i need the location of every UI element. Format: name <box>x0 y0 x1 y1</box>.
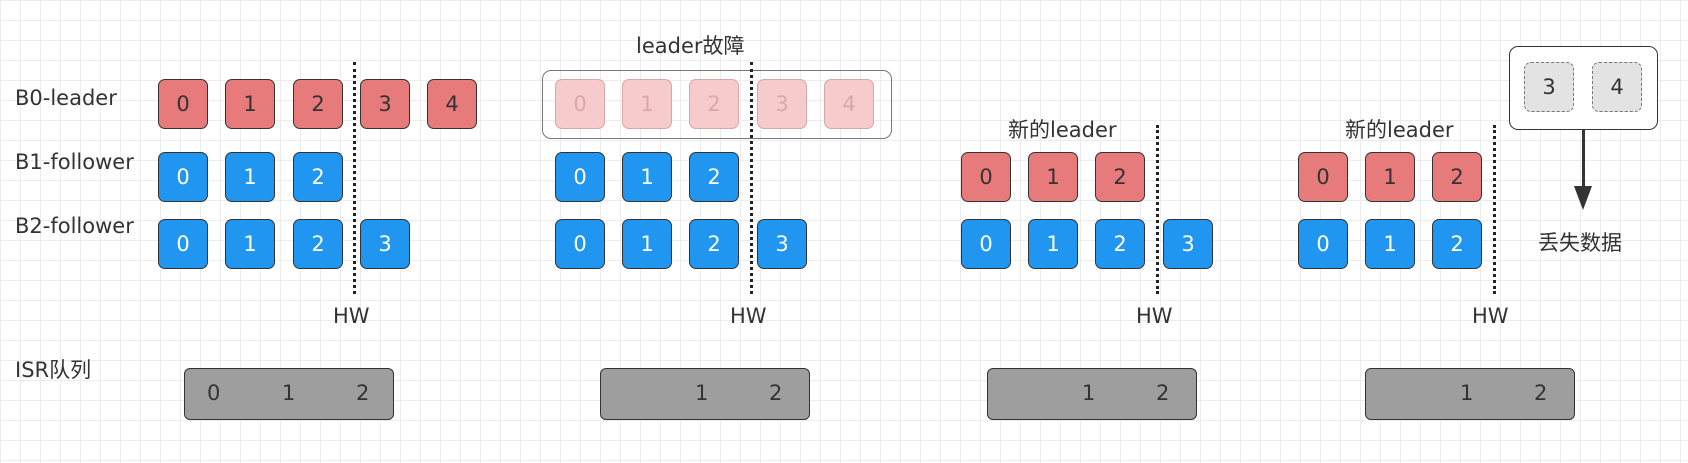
p3-hw-line <box>1156 125 1159 294</box>
p3-b2-cell-1: 1 <box>1028 219 1078 269</box>
p3-b1-cell-0: 0 <box>961 152 1011 202</box>
p3-b1-cell-1: 1 <box>1028 152 1078 202</box>
p4-b2-cell-1: 1 <box>1365 219 1415 269</box>
p2-hw-label: HW <box>730 304 767 328</box>
p4-b2-cell-0: 0 <box>1298 219 1348 269</box>
p2-b2-cell-2: 2 <box>689 219 739 269</box>
p2-b1-cell-2: 2 <box>689 152 739 202</box>
p1-b2-cell-3: 3 <box>360 219 410 269</box>
p4-lost-arrow-shaft <box>1582 130 1585 190</box>
p3-isr-item-1: 2 <box>1156 381 1170 405</box>
p2-isr-item-0: 1 <box>695 381 709 405</box>
down-arrow-icon <box>1574 186 1592 210</box>
p2-isr-bar: 1 2 <box>600 368 810 420</box>
p4-b1-cell-0: 0 <box>1298 152 1348 202</box>
p1-isr-bar: 0 1 2 <box>184 368 394 420</box>
p2-failed-leader-frame <box>542 70 892 139</box>
p1-b2-cell-1: 1 <box>225 219 275 269</box>
p4-b1-cell-1: 1 <box>1365 152 1415 202</box>
row-label-b2: B2-follower <box>15 214 134 238</box>
p4-data-lost-caption: 丢失数据 <box>1538 231 1622 255</box>
p1-isr-item-2: 2 <box>356 381 370 405</box>
p1-b0-cell-3: 3 <box>360 79 410 129</box>
p3-hw-label: HW <box>1136 304 1173 328</box>
p4-lost-cell-4: 4 <box>1592 62 1642 112</box>
p2-b1-cell-0: 0 <box>555 152 605 202</box>
row-label-b0: B0-leader <box>15 86 117 110</box>
p3-b1-cell-2: 2 <box>1095 152 1145 202</box>
p2-b0-faded-cell-1: 1 <box>622 79 672 129</box>
p1-hw-label: HW <box>333 304 370 328</box>
p4-hw-label: HW <box>1472 304 1509 328</box>
p2-b0-faded-cell-3: 3 <box>757 79 807 129</box>
p3-new-leader-caption: 新的leader <box>1008 118 1117 142</box>
p1-b1-cell-2: 2 <box>293 152 343 202</box>
p1-b0-cell-0: 0 <box>158 79 208 129</box>
p1-isr-item-0: 0 <box>207 381 221 405</box>
p3-isr-item-0: 1 <box>1082 381 1096 405</box>
p4-hw-line <box>1493 125 1496 294</box>
p2-b1-cell-1: 1 <box>622 152 672 202</box>
p3-isr-bar: 1 2 <box>987 368 1197 420</box>
p1-b0-cell-4: 4 <box>427 79 477 129</box>
p2-hw-line <box>750 62 753 294</box>
p2-b2-cell-0: 0 <box>555 219 605 269</box>
p4-isr-item-1: 2 <box>1534 381 1548 405</box>
p2-b0-faded-cell-0: 0 <box>555 79 605 129</box>
p1-b0-cell-2: 2 <box>293 79 343 129</box>
p4-lost-cell-3: 3 <box>1524 62 1574 112</box>
p1-b2-cell-2: 2 <box>293 219 343 269</box>
p4-b2-cell-2: 2 <box>1432 219 1482 269</box>
p1-hw-line <box>353 62 356 294</box>
p2-isr-item-1: 2 <box>769 381 783 405</box>
p2-b2-cell-3: 3 <box>757 219 807 269</box>
p4-isr-bar: 1 2 <box>1365 368 1575 420</box>
p1-b2-cell-0: 0 <box>158 219 208 269</box>
p3-b2-cell-0: 0 <box>961 219 1011 269</box>
p4-isr-item-0: 1 <box>1460 381 1474 405</box>
p2-b0-faded-cell-4: 4 <box>824 79 874 129</box>
p4-new-leader-caption: 新的leader <box>1345 118 1454 142</box>
row-label-isr: ISR队列 <box>15 358 92 382</box>
p4-b1-cell-2: 2 <box>1432 152 1482 202</box>
p3-b2-cell-2: 2 <box>1095 219 1145 269</box>
p2-b2-cell-1: 1 <box>622 219 672 269</box>
p1-b1-cell-1: 1 <box>225 152 275 202</box>
p2-b0-faded-cell-2: 2 <box>689 79 739 129</box>
p1-isr-item-1: 1 <box>282 381 296 405</box>
p3-b2-cell-3: 3 <box>1163 219 1213 269</box>
p2-leader-fail-caption: leader故障 <box>636 34 745 58</box>
p1-b0-cell-1: 1 <box>225 79 275 129</box>
p1-b1-cell-0: 0 <box>158 152 208 202</box>
row-label-b1: B1-follower <box>15 150 134 174</box>
